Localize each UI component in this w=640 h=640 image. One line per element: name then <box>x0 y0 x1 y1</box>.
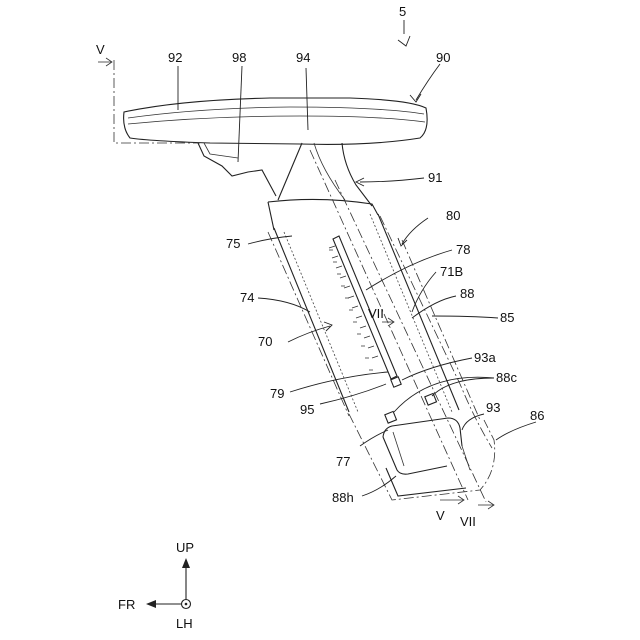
section-lines <box>98 58 494 509</box>
label-93: 93 <box>486 400 500 415</box>
label-77: 77 <box>336 454 350 469</box>
label-92: 92 <box>168 50 182 65</box>
label-75: 75 <box>226 236 240 251</box>
up-arrowhead-icon <box>182 558 190 568</box>
label-85: 85 <box>500 310 514 325</box>
label-70: 70 <box>258 334 272 349</box>
arm-support-stem <box>198 143 372 206</box>
section-vii-mid: VII <box>368 306 384 321</box>
label-88c: 88c <box>496 370 517 385</box>
orientation-axes: UP FR LH <box>118 540 194 631</box>
label-74: 74 <box>240 290 254 305</box>
axis-lh-label: LH <box>176 616 193 631</box>
label-88h: 88h <box>332 490 354 505</box>
base-pipe <box>274 214 459 412</box>
axis-fr-label: FR <box>118 597 135 612</box>
label-93a: 93a <box>474 350 496 365</box>
label-98: 98 <box>232 50 246 65</box>
section-v-bottom: V <box>436 508 445 523</box>
rack <box>329 236 397 379</box>
armrest-pad <box>124 98 428 144</box>
fr-arrowhead-icon <box>146 600 156 608</box>
lower-housing <box>349 414 495 500</box>
lock-slider <box>383 377 470 496</box>
base-pipe-top <box>268 199 378 230</box>
label-86: 86 <box>530 408 544 423</box>
label-88: 88 <box>460 286 474 301</box>
label-80: 80 <box>446 208 460 223</box>
section-v-top: V <box>96 42 105 57</box>
label-78: 78 <box>456 242 470 257</box>
label-5: 5 <box>399 4 406 19</box>
label-91: 91 <box>428 170 442 185</box>
leader-lines <box>178 20 536 496</box>
label-94: 94 <box>296 50 310 65</box>
reference-numerals: 5 90 92 98 94 91 80 75 78 71B 88 74 85 7… <box>168 4 544 505</box>
section-vii-bottom: VII <box>460 514 476 529</box>
label-95: 95 <box>300 402 314 417</box>
label-90: 90 <box>436 50 450 65</box>
axis-up-label: UP <box>176 540 194 555</box>
label-71B: 71B <box>440 264 463 279</box>
label-79: 79 <box>270 386 284 401</box>
